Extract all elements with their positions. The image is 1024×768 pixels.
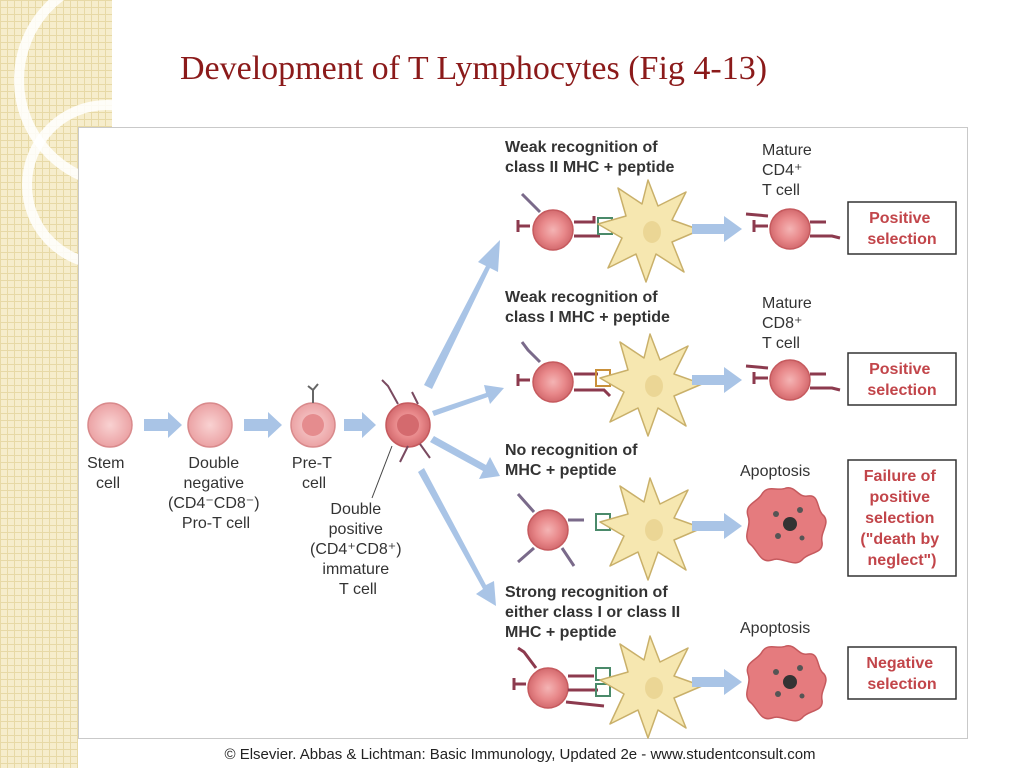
arrow-stem-to-dn bbox=[144, 412, 182, 438]
branch-3-receptors bbox=[516, 493, 584, 567]
branch-1-t-cell bbox=[532, 209, 574, 251]
branch-4-t-cell bbox=[527, 667, 569, 709]
branch-4-mhc-2 bbox=[595, 683, 611, 697]
arrow-to-branch-2 bbox=[432, 385, 504, 416]
figure-credit: © Elsevier. Abbas & Lichtman: Basic Immu… bbox=[224, 746, 816, 763]
branch-1-mature-cell bbox=[769, 208, 811, 250]
stem-cell bbox=[87, 402, 133, 448]
branch-2-tcr bbox=[520, 341, 542, 364]
branch-2-mature-cell bbox=[769, 359, 811, 401]
stem-cell-label: Stem cell bbox=[87, 455, 129, 492]
branch-4-apoptotic-cell bbox=[746, 645, 827, 722]
pre-t-label: Pre-T cell bbox=[292, 455, 336, 492]
branch-2-t-cell bbox=[532, 361, 574, 403]
branch-1-outcome: Mature CD4⁺ T cell bbox=[762, 142, 816, 199]
branch-1-heading: Weak recognition of class II MHC + pepti… bbox=[505, 139, 674, 176]
branch-2-result: Positive selection bbox=[867, 361, 936, 399]
arrow-to-branch-4 bbox=[418, 468, 496, 606]
branch-3-outcome: Apoptosis bbox=[740, 463, 810, 480]
branch-2-heading: Weak recognition of class I MHC + peptid… bbox=[505, 289, 670, 326]
slide-title: Development of T Lymphocytes (Fig 4-13) bbox=[180, 50, 768, 87]
arrow-to-branch-3 bbox=[430, 436, 500, 479]
branch-3-heading: No recognition of MHC + peptide bbox=[505, 442, 642, 479]
branch-4-result: Negative selection bbox=[866, 655, 937, 693]
arrow-to-branch-1 bbox=[424, 240, 500, 389]
double-positive-label: Double positive (CD4⁺CD8⁺) immature T ce… bbox=[310, 501, 406, 598]
double-positive-nucleus bbox=[397, 414, 419, 436]
branch-1-mature-receptors bbox=[745, 212, 841, 240]
branch-1-outcome-arrow bbox=[692, 216, 742, 242]
arrow-dn-to-pret bbox=[244, 412, 282, 438]
branch-1-result-box bbox=[847, 201, 957, 255]
branch-3-result: Failure of positive selection ("death by… bbox=[860, 468, 943, 569]
branch-2-result-box bbox=[847, 352, 957, 406]
double-positive-receptors bbox=[381, 379, 431, 463]
branch-4-result-box bbox=[847, 646, 957, 700]
branch-1-co-receptor bbox=[516, 216, 600, 238]
branch-1-tcr bbox=[520, 192, 542, 214]
arrow-pret-to-dp bbox=[344, 412, 376, 438]
double-negative-cell bbox=[187, 402, 233, 448]
branch-2-apc bbox=[599, 333, 703, 437]
branch-4-apc bbox=[599, 635, 703, 739]
branch-2-co-receptor bbox=[516, 372, 612, 398]
branch-4-heading: Strong recognition of either class I or … bbox=[505, 584, 685, 641]
branch-4-outcome: Apoptosis bbox=[740, 620, 810, 637]
branch-3-apc bbox=[599, 477, 703, 581]
pre-t-receptor bbox=[307, 383, 319, 403]
branch-2-outcome-arrow bbox=[692, 367, 742, 393]
double-negative-label: Double negative (CD4⁻CD8⁻) Pro-T cell bbox=[168, 455, 264, 532]
branch-2-outcome: Mature CD8⁺ T cell bbox=[762, 295, 816, 352]
branch-4-outcome-arrow bbox=[692, 669, 742, 695]
branch-4-co-receptors bbox=[512, 646, 605, 708]
branch-3-t-cell bbox=[527, 509, 569, 551]
branch-1-apc bbox=[597, 179, 701, 283]
branch-1-result: Positive selection bbox=[867, 210, 936, 248]
branch-3-outcome-arrow bbox=[692, 513, 742, 539]
branch-3-result-box bbox=[847, 459, 957, 577]
branch-2-mature-receptors bbox=[745, 364, 841, 392]
double-positive-pointer-line bbox=[371, 445, 393, 499]
pre-t-cell-nucleus bbox=[302, 414, 324, 436]
branch-3-apoptotic-cell bbox=[746, 487, 827, 564]
